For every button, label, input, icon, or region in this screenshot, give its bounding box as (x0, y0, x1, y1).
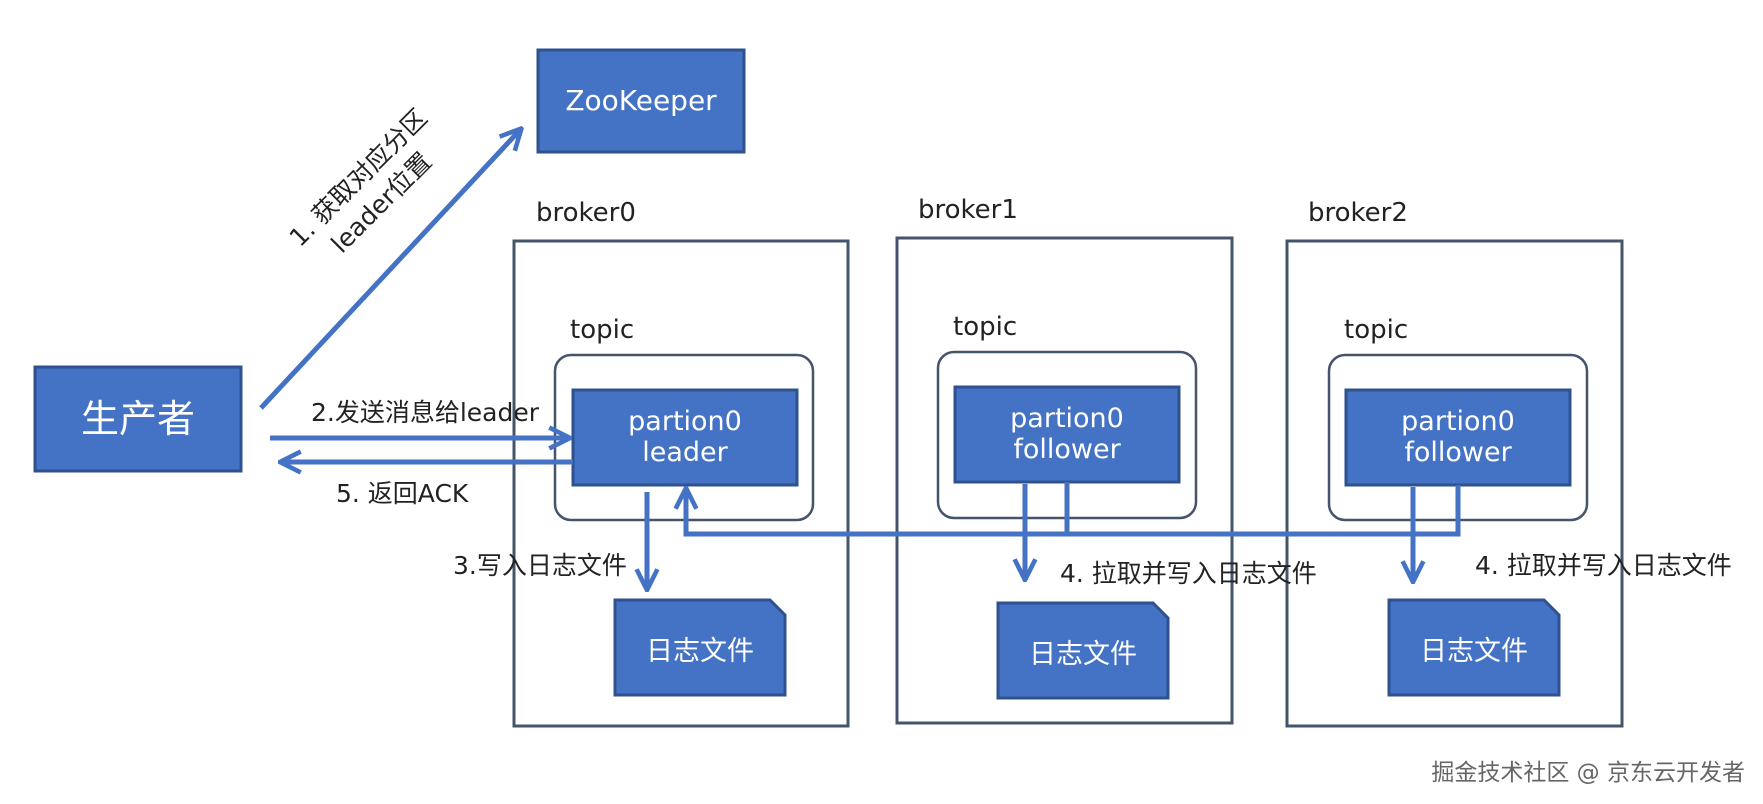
broker1-log-file: 日志文件 (996, 601, 1170, 700)
broker0-topic-label: topic (570, 315, 634, 345)
broker1-partition-name: partion0 (1010, 403, 1124, 434)
arrow-followers-fetch-from-leader (686, 485, 1461, 537)
zookeeper-label: ZooKeeper (565, 84, 717, 117)
step1-label: 1. 获取对应分区 leader位置 (284, 103, 438, 258)
broker1-log-file-label: 日志文件 (1029, 639, 1137, 670)
broker1-partition-role: follower (1013, 434, 1121, 465)
broker2-partition: partion0 follower (1344, 388, 1572, 487)
producer-label: 生产者 (81, 397, 195, 441)
broker0-frame (512, 239, 850, 728)
broker2-partition-name: partion0 (1401, 406, 1515, 437)
step2-label: 2.发送消息给leader (311, 398, 540, 427)
step4-broker2-label: 4. 拉取并写入日志文件 (1475, 551, 1732, 580)
broker0-partition-role: leader (642, 437, 728, 468)
watermark: 掘金技术社区 @ 京东云开发者 (1431, 760, 1745, 786)
broker0-log-file: 日志文件 (613, 598, 787, 697)
broker2-name: broker2 (1308, 198, 1408, 228)
producer-node: 生产者 (33, 365, 243, 473)
broker1-frame (895, 236, 1234, 725)
broker1-name: broker1 (918, 195, 1018, 225)
broker2-log-file: 日志文件 (1387, 598, 1561, 697)
broker2-partition-role: follower (1404, 437, 1512, 468)
broker0-partition: partion0 leader (571, 388, 799, 487)
broker1-topic-label: topic (953, 312, 1017, 342)
zookeeper-node: ZooKeeper (536, 48, 746, 154)
arrow-producer-to-zookeeper (259, 130, 520, 410)
step5-label: 5. 返回ACK (336, 479, 469, 508)
broker2-frame (1285, 239, 1624, 728)
step3-label: 3.写入日志文件 (453, 551, 627, 580)
broker1-partition: partion0 follower (953, 385, 1181, 484)
broker0-name: broker0 (536, 198, 636, 228)
step4-broker1-label: 4. 拉取并写入日志文件 (1060, 559, 1317, 588)
broker0-partition-name: partion0 (628, 406, 742, 437)
broker0-log-file-label: 日志文件 (646, 636, 754, 667)
broker2-log-file-label: 日志文件 (1420, 636, 1528, 667)
broker2-topic-label: topic (1344, 315, 1408, 345)
